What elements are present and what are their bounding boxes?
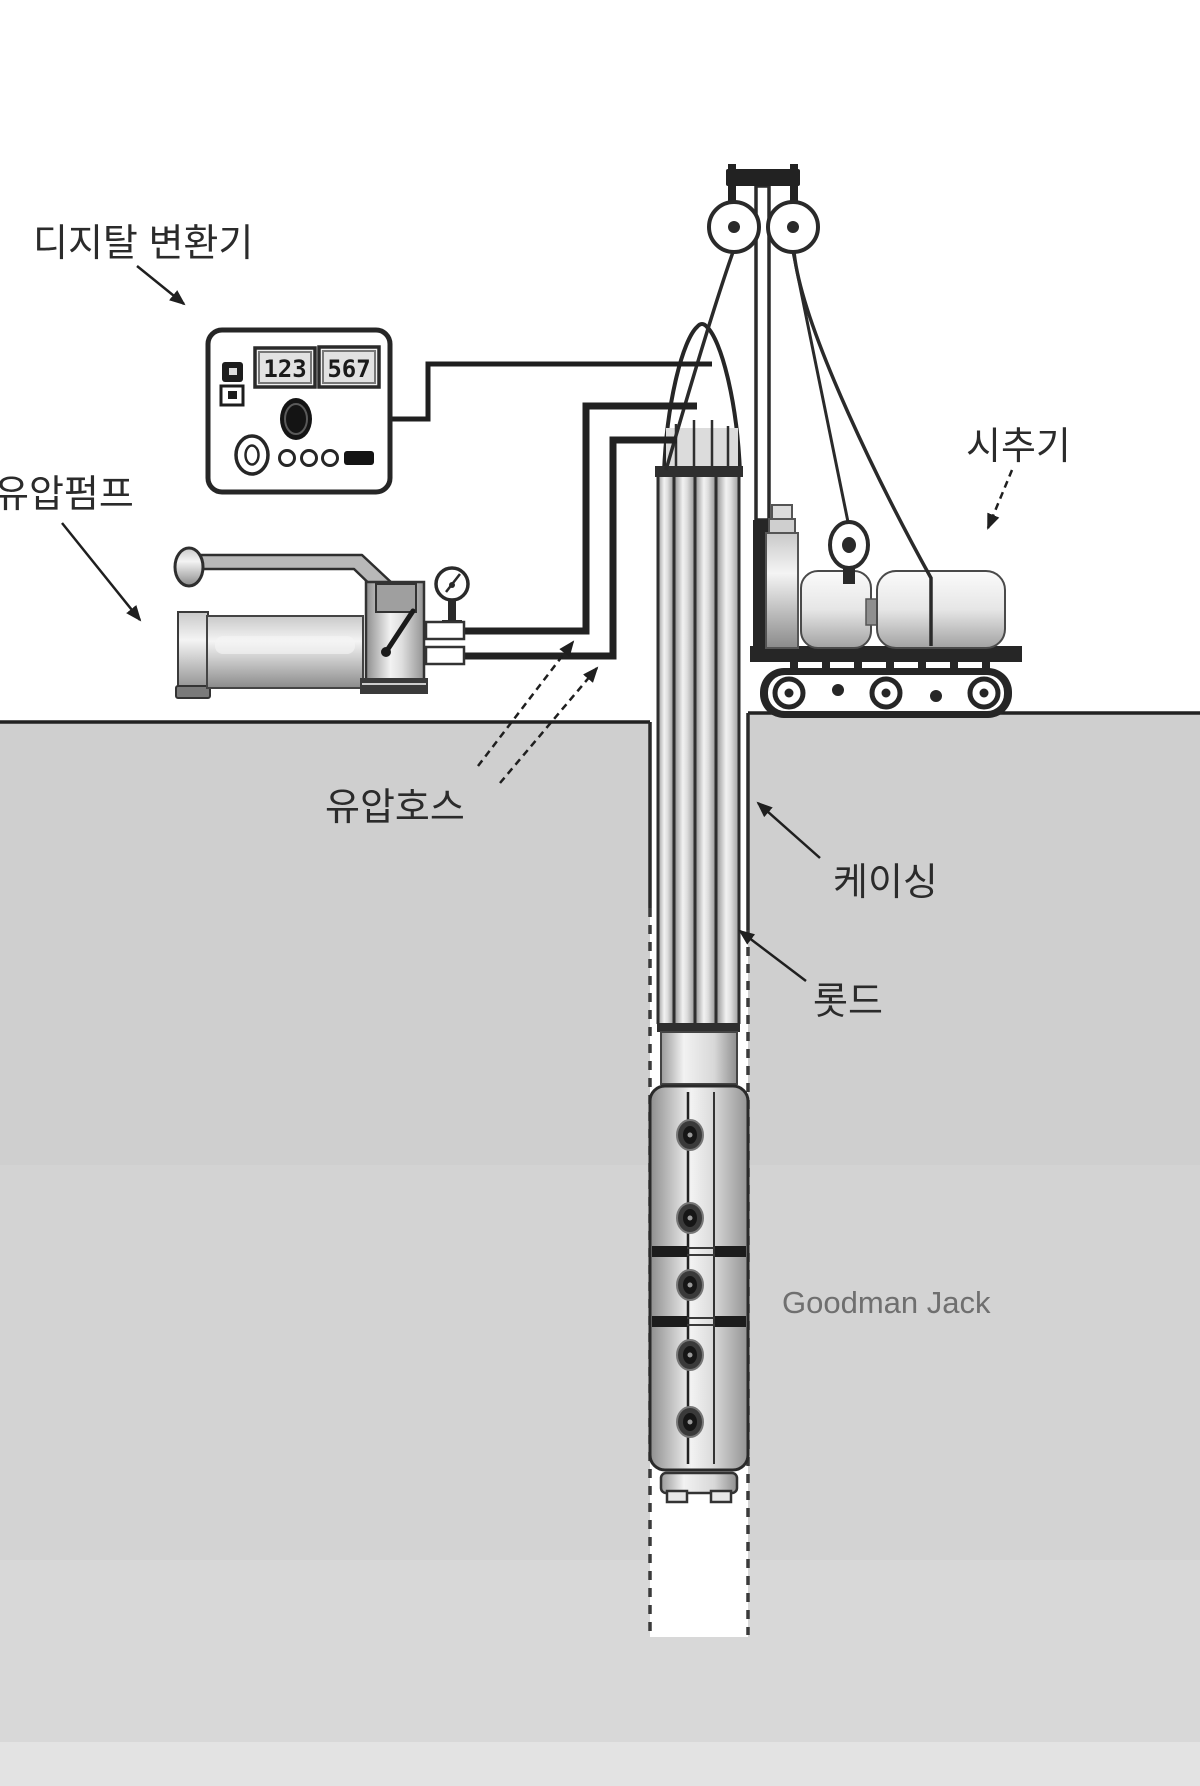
- display-right-value: 567: [327, 355, 370, 383]
- digital-converter: 123 567: [205, 327, 393, 495]
- arrow-rod: [738, 929, 807, 982]
- label-drill-rig: 시추기: [966, 426, 1071, 530]
- label-digital-converter: 디지탈 변환기: [33, 223, 253, 306]
- converter-jack-socket: [278, 449, 296, 467]
- hose-port-upper: [424, 620, 466, 641]
- label-digital-converter-text: 디지탈 변환기: [33, 223, 253, 265]
- pump-release-lever: [383, 608, 416, 655]
- hydraulic-pump: [173, 546, 470, 699]
- hose-line-outer: [463, 402, 697, 635]
- arrow-hydraulic-hose-2: [499, 666, 599, 784]
- crown-bar: [726, 169, 800, 186]
- label-hydraulic-pump: 유압펌프: [0, 474, 142, 622]
- label-drill-rig-text: 시추기: [966, 426, 1071, 468]
- cable-to-hook: [791, 251, 850, 523]
- rig-platform: [750, 646, 1022, 662]
- goodman-jack-probe: [648, 1084, 750, 1504]
- hose-line-inner: [463, 436, 677, 660]
- converter-jack-socket: [300, 449, 318, 467]
- label-hydraulic-hose-text: 유압호스: [325, 787, 465, 829]
- drill-rig: [750, 504, 1022, 718]
- label-rod-text: 롯드: [813, 981, 883, 1023]
- label-hydraulic-pump-text: 유압펌프: [0, 474, 134, 516]
- label-hydraulic-hose: 유압호스: [325, 640, 599, 829]
- pump-end-cap: [177, 611, 209, 693]
- arrow-drill-rig: [986, 469, 1014, 530]
- arrow-hydraulic-pump: [61, 522, 142, 622]
- rod-jack-coupler: [660, 1031, 738, 1085]
- arrow-casing: [756, 801, 821, 859]
- casing-top-collar: [655, 466, 743, 477]
- converter-jack-socket: [321, 449, 339, 467]
- label-casing-text: 케이싱: [833, 862, 938, 904]
- arrow-digital-converter: [136, 265, 186, 306]
- rig-motor: [765, 532, 799, 649]
- crawler-track: [760, 661, 1012, 718]
- ground: [0, 711, 1200, 1786]
- hose-port-lower: [424, 645, 466, 666]
- hook-pulley: [828, 520, 870, 584]
- display-left-value: 123: [263, 355, 306, 383]
- drill-mast: [707, 164, 820, 652]
- arrow-hydraulic-hose-1: [477, 640, 575, 767]
- label-casing: 케이싱: [756, 801, 938, 904]
- label-rod: 롯드: [738, 929, 883, 1023]
- winch-drum-rear: [876, 570, 1006, 649]
- converter-slot: [344, 451, 374, 465]
- jack-piston-bands: [652, 1246, 746, 1327]
- winch-drum-front: [800, 570, 872, 649]
- jack-bottom-cap: [659, 1471, 739, 1495]
- hydraulic-hose-lines: [463, 402, 697, 660]
- annotations: 디지탈 변환기 유압펌프 유압호스 시추기 케이싱 롯드 Goodman Jac…: [0, 223, 1071, 1320]
- label-goodman-jack-text: Goodman Jack: [782, 1285, 991, 1320]
- jack-bolts: [676, 1119, 704, 1438]
- pump-handle-knob: [173, 546, 205, 588]
- converter-dial: [234, 434, 270, 476]
